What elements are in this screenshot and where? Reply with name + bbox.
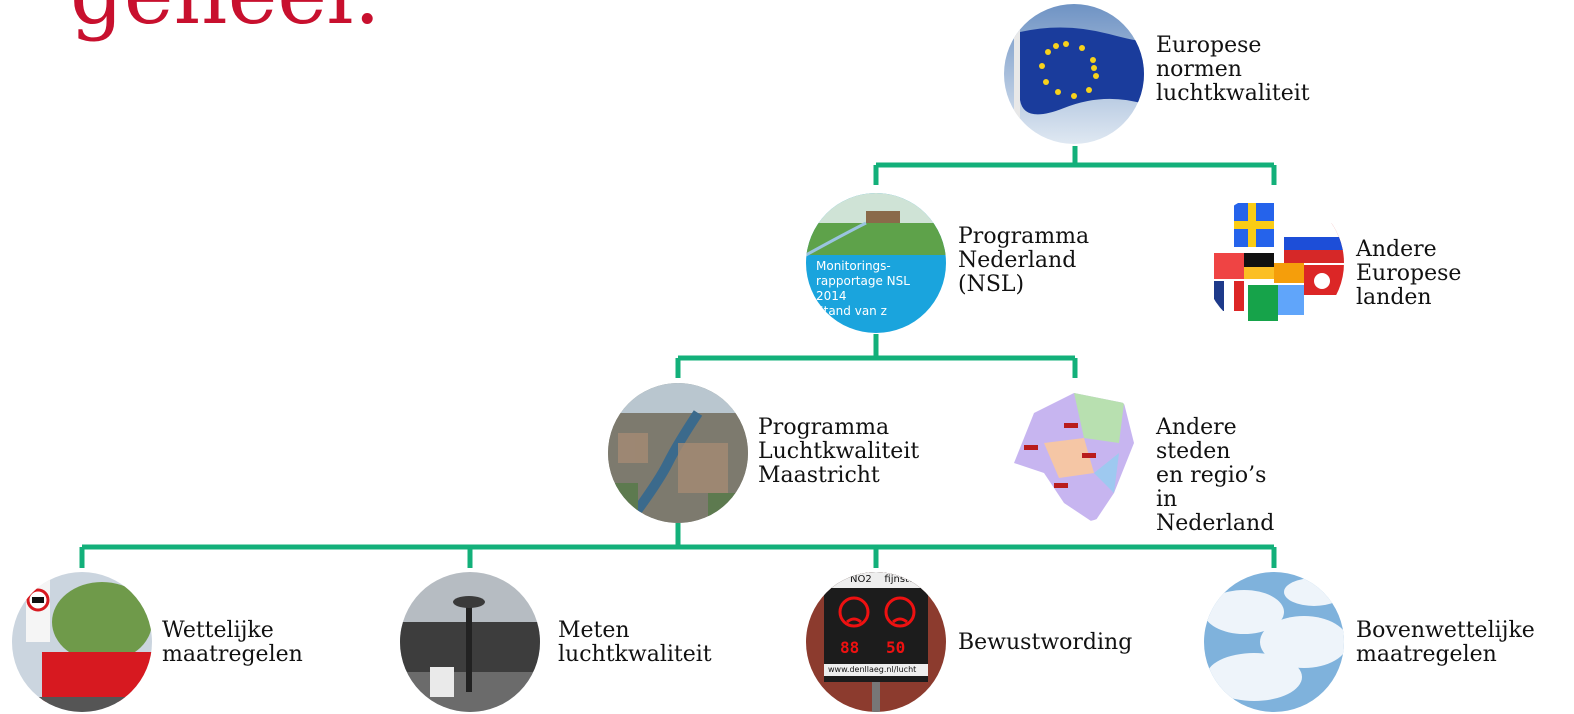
node-extra-measures-label: Bovenwettelijke maatregelen — [1356, 618, 1535, 667]
node-eu-norms-label: Europese normen luchtkwaliteit — [1156, 33, 1310, 106]
node-other-countries-label: Andere Europese landen — [1356, 237, 1462, 310]
cloudy-sky-image — [1204, 572, 1344, 712]
sign-url-text: www.denllaeg.nl/lucht — [828, 665, 917, 674]
node-other-cities-label: Andere steden en regio’s in Nederland — [1156, 415, 1275, 536]
sensor-image — [400, 572, 540, 712]
connector-eu-to-level2 — [873, 146, 1277, 185]
node-nl-program-label: Programma Nederland (NSL) — [958, 224, 1090, 297]
connector-maastricht-to-level4 — [79, 523, 1277, 568]
nsl-report-image: Monitorings- rapportage NSL 2014 Stand v… — [806, 193, 946, 333]
europe-flags-map-image — [1204, 193, 1344, 333]
truck-sign-image — [12, 572, 152, 712]
nsl-cover-text: Monitorings- rapportage NSL 2014 Stand v… — [816, 259, 910, 318]
page-title: geheel. — [70, 0, 381, 36]
node-measure-air-label: Meten luchtkwaliteit — [558, 618, 712, 667]
sign-value-no2: 88 — [840, 638, 860, 657]
connector-nl-to-level3 — [675, 334, 1078, 378]
netherlands-map-image — [1004, 383, 1144, 523]
smiley-sign-image: NO2 fijnstof 88 50 www.denllaeg.nl/lucht — [806, 572, 946, 712]
aerial-city-image — [608, 383, 748, 523]
sign-value-fijnstof: 50 — [886, 638, 906, 657]
eu-flag-image — [1004, 4, 1144, 144]
sign-header-text: NO2 fijnstof — [850, 574, 919, 585]
node-awareness-label: Bewustwording — [958, 630, 1133, 655]
node-legal-measures-label: Wettelijke maatregelen — [162, 618, 303, 667]
node-maastricht-program-label: Programma Luchtkwaliteit Maastricht — [758, 415, 920, 488]
